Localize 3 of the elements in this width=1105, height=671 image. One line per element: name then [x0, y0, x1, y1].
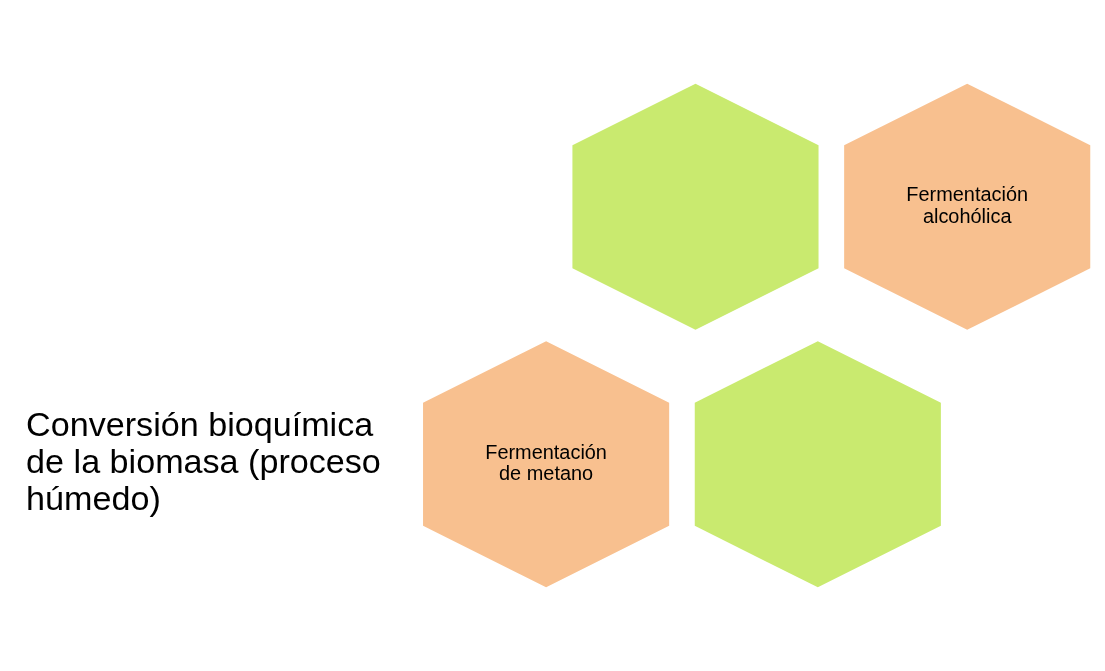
label: Conversión bioquímica de la biomasa (proceso húmedo): [26, 405, 381, 518]
node-hexagon: [572, 83, 819, 330]
node-hexagon: [694, 341, 941, 588]
